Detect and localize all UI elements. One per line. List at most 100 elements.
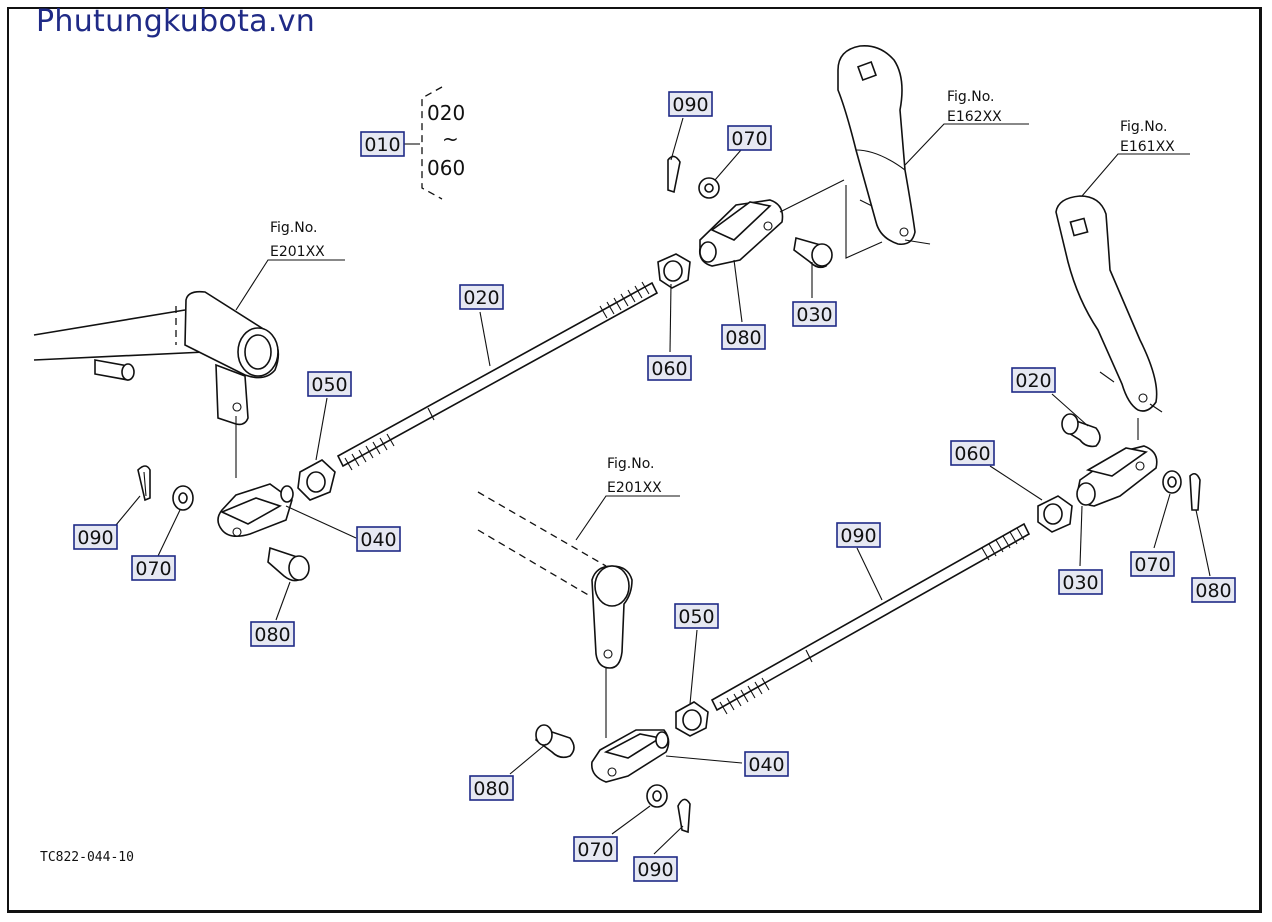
site-title: Phutungkubota.vn xyxy=(36,4,316,39)
fig-ref-e162xx: Fig.No. E162XX xyxy=(947,89,1002,125)
part-tag-box xyxy=(250,621,295,647)
part-tag-090[interactable]: 090 xyxy=(836,522,881,548)
part-tag-box xyxy=(668,91,713,117)
part-tag-text: 070 xyxy=(1134,554,1170,576)
leader-lines xyxy=(115,117,1211,855)
part-tag-box xyxy=(1191,577,1236,603)
fig-ref-number: E201XX xyxy=(270,244,325,260)
part-tag-text: 080 xyxy=(473,778,509,800)
pin-080-lower-left xyxy=(535,724,575,759)
fig-ref-label: Fig.No. xyxy=(1120,119,1168,135)
part-tag-text: 090 xyxy=(77,527,113,549)
part-tag-box xyxy=(647,355,692,381)
part-tag-040[interactable]: 040 xyxy=(356,526,401,552)
part-tag-text: 070 xyxy=(135,558,171,580)
part-tag-text: 060 xyxy=(651,358,687,380)
part-tag-text: 050 xyxy=(678,606,714,628)
part-tag-box xyxy=(633,856,678,882)
lever-e162xx xyxy=(779,44,931,259)
part-tag-box xyxy=(950,440,995,466)
part-tag-070[interactable]: 070 xyxy=(573,836,618,862)
part-tag-text: 050 xyxy=(311,374,347,396)
part-tag-080[interactable]: 080 xyxy=(250,621,295,647)
part-tag-text: 010 xyxy=(364,134,400,156)
part-tag-box xyxy=(573,836,618,862)
part-tag-text: 090 xyxy=(840,525,876,547)
part-tag-070[interactable]: 070 xyxy=(727,125,772,151)
part-tag-050[interactable]: 050 xyxy=(674,603,719,629)
part-tag-box xyxy=(674,603,719,629)
fig-ref-e161xx: Fig.No. E161XX xyxy=(1120,119,1175,155)
range-start-text: 020 xyxy=(427,101,465,125)
part-tag-box xyxy=(727,125,772,151)
nut-050-lower xyxy=(675,701,709,737)
nut-060-lower xyxy=(1037,495,1073,533)
fig-ref-label: Fig.No. xyxy=(607,456,655,472)
clevis-030-lower xyxy=(1076,445,1158,507)
pin-080-upper-left xyxy=(267,546,310,582)
cotter-090-lower-left xyxy=(677,798,691,834)
range-mark-text: ~ xyxy=(442,127,459,151)
range-end-text: 060 xyxy=(427,156,465,180)
part-tag-080[interactable]: 080 xyxy=(1191,577,1236,603)
lower-rod xyxy=(710,522,1031,715)
fig-ref-e201xx-lower: Fig.No. E201XX xyxy=(607,456,662,496)
part-tag-020[interactable]: 020 xyxy=(1011,367,1056,393)
part-tag-060[interactable]: 060 xyxy=(647,355,692,381)
part-tag-box xyxy=(1011,367,1056,393)
nut-060-upper xyxy=(657,253,691,289)
part-tag-050[interactable]: 050 xyxy=(307,371,352,397)
part-tag-text: 090 xyxy=(672,94,708,116)
fig-ref-number: E162XX xyxy=(947,109,1002,125)
part-tag-070[interactable]: 070 xyxy=(131,555,176,581)
part-tag-020[interactable]: 020 xyxy=(459,284,504,310)
part-tag-box xyxy=(1058,569,1103,595)
fig-ref-label: Fig.No. xyxy=(947,89,995,105)
part-tag-box xyxy=(744,751,789,777)
part-tag-box xyxy=(307,371,352,397)
part-tag-text: 020 xyxy=(1015,370,1051,392)
pin-080-lower-right xyxy=(1061,413,1101,448)
part-tag-text: 060 xyxy=(954,443,990,465)
part-tag-text: 070 xyxy=(577,839,613,861)
part-tag-box xyxy=(73,524,118,550)
part-tag-text: 040 xyxy=(748,754,784,776)
part-tag-080[interactable]: 080 xyxy=(721,324,766,350)
clevis-040-upper xyxy=(217,483,294,538)
part-tag-040[interactable]: 040 xyxy=(744,751,789,777)
part-tag-070[interactable]: 070 xyxy=(1130,551,1175,577)
part-tags: 090 070 080 030 060 020 050 040 090 070 080 020 030 0… xyxy=(73,91,1236,882)
fig-ref-number: E161XX xyxy=(1120,139,1175,155)
washer-070-upper-left xyxy=(172,485,194,511)
part-tag-box xyxy=(459,284,504,310)
part-tag-text: 040 xyxy=(360,529,396,551)
part-tag-text: 030 xyxy=(796,304,832,326)
cotter-090-upper-left xyxy=(137,465,151,502)
part-tag-080[interactable]: 080 xyxy=(469,775,514,801)
part-tag-box xyxy=(1130,551,1175,577)
fig-ref-label: Fig.No. xyxy=(270,220,318,236)
part-tag-text: 080 xyxy=(254,624,290,646)
part-tag-090[interactable]: 090 xyxy=(73,524,118,550)
washer-070-lower-right xyxy=(1162,470,1182,494)
part-tag-box xyxy=(469,775,514,801)
part-tag-090[interactable]: 090 xyxy=(668,91,713,117)
part-tag-060[interactable]: 060 xyxy=(950,440,995,466)
part-tag-box xyxy=(721,324,766,350)
washer-070-lower-left xyxy=(646,784,668,808)
part-tag-030[interactable]: 030 xyxy=(1058,569,1103,595)
part-tag-box xyxy=(836,522,881,548)
lever-e161xx xyxy=(1055,195,1163,440)
part-tag-box xyxy=(356,526,401,552)
lower-lift-shaft xyxy=(477,491,633,738)
part-tag-text: 090 xyxy=(637,859,673,881)
nut-050-upper xyxy=(297,459,336,501)
part-tag-010[interactable]: 010 xyxy=(360,131,405,157)
part-tag-text: 070 xyxy=(731,128,767,150)
part-tag-030[interactable]: 030 xyxy=(792,301,837,327)
part-tag-text: 080 xyxy=(1195,580,1231,602)
part-tag-090[interactable]: 090 xyxy=(633,856,678,882)
cotter-090-upper-right xyxy=(667,155,681,194)
part-tag-text: 020 xyxy=(463,287,499,309)
